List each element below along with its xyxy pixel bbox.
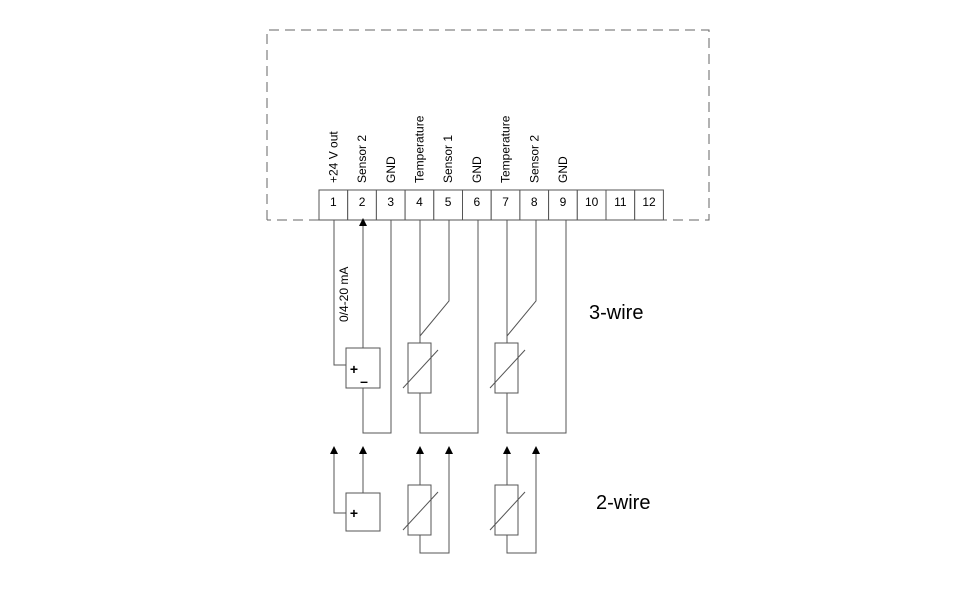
terminal-cell-10 bbox=[576, 189, 607, 221]
terminal-cell-7 bbox=[490, 189, 521, 221]
terminal-number: 7 bbox=[502, 195, 509, 209]
rtd-resistor-3 bbox=[407, 484, 432, 536]
terminal-label: GND bbox=[470, 156, 484, 183]
terminal-cell-12 bbox=[634, 189, 664, 221]
rtd-resistor-4 bbox=[494, 484, 519, 536]
device-enclosure bbox=[266, 29, 710, 221]
current-sensor-box bbox=[345, 347, 381, 389]
terminal-label: GND bbox=[384, 156, 398, 183]
terminal-label: Sensor 2 bbox=[527, 135, 541, 183]
terminal-number: 11 bbox=[614, 195, 627, 209]
terminal-number: 9 bbox=[560, 195, 567, 209]
terminal-label: +24 V out bbox=[326, 131, 340, 183]
three-wire-temp-sensor-1 bbox=[402, 220, 479, 434]
terminal-cell-9 bbox=[548, 189, 578, 221]
terminal-cell-8 bbox=[519, 189, 550, 221]
terminal-label: Sensor 2 bbox=[355, 135, 369, 183]
terminal-cell-11 bbox=[605, 189, 636, 221]
terminal-cell-6 bbox=[462, 189, 492, 221]
terminal-number: 12 bbox=[642, 195, 656, 209]
terminal-cell-5 bbox=[433, 189, 463, 221]
three-wire-label: 3-wire bbox=[589, 302, 643, 324]
terminal-label: Temperature bbox=[412, 115, 426, 183]
terminal-label: Temperature bbox=[499, 115, 513, 183]
terminal-number: 6 bbox=[474, 195, 481, 209]
terminal-number: 3 bbox=[387, 195, 394, 209]
two-wire-current-sensor: + bbox=[330, 446, 381, 532]
terminal-number: 2 bbox=[359, 195, 366, 209]
terminal-label: GND bbox=[556, 156, 570, 183]
three-wire-current-sensor: + – bbox=[333, 218, 392, 434]
terminal-cell-4 bbox=[404, 189, 435, 221]
two-wire-temp-sensor-1 bbox=[402, 446, 453, 554]
rtd-resistor-1 bbox=[407, 342, 432, 394]
three-wire-temp-sensor-2 bbox=[489, 220, 567, 434]
rtd-resistor-2 bbox=[494, 342, 519, 394]
terminal-number: 1 bbox=[330, 195, 337, 209]
two-wire-temp-sensor-2 bbox=[489, 446, 540, 554]
terminal-number: 4 bbox=[416, 195, 423, 209]
current-range-label: 0/4-20 mA bbox=[337, 267, 351, 322]
terminal-cell-1 bbox=[318, 189, 349, 221]
current-sensor-box-2 bbox=[345, 492, 381, 532]
minus-sign: – bbox=[360, 373, 368, 389]
terminal-number: 5 bbox=[445, 195, 452, 209]
terminal-label: Sensor 1 bbox=[441, 135, 455, 183]
terminal-block: 1 +24 V out 2 Sensor 2 3 GND 4 Temperature 5 Sens… bbox=[318, 115, 664, 221]
plus-sign-2: + bbox=[350, 505, 358, 521]
two-wire-label: 2-wire bbox=[596, 492, 650, 514]
terminal-number: 10 bbox=[585, 195, 599, 209]
terminal-number: 8 bbox=[531, 195, 538, 209]
plus-sign: + bbox=[350, 361, 358, 377]
